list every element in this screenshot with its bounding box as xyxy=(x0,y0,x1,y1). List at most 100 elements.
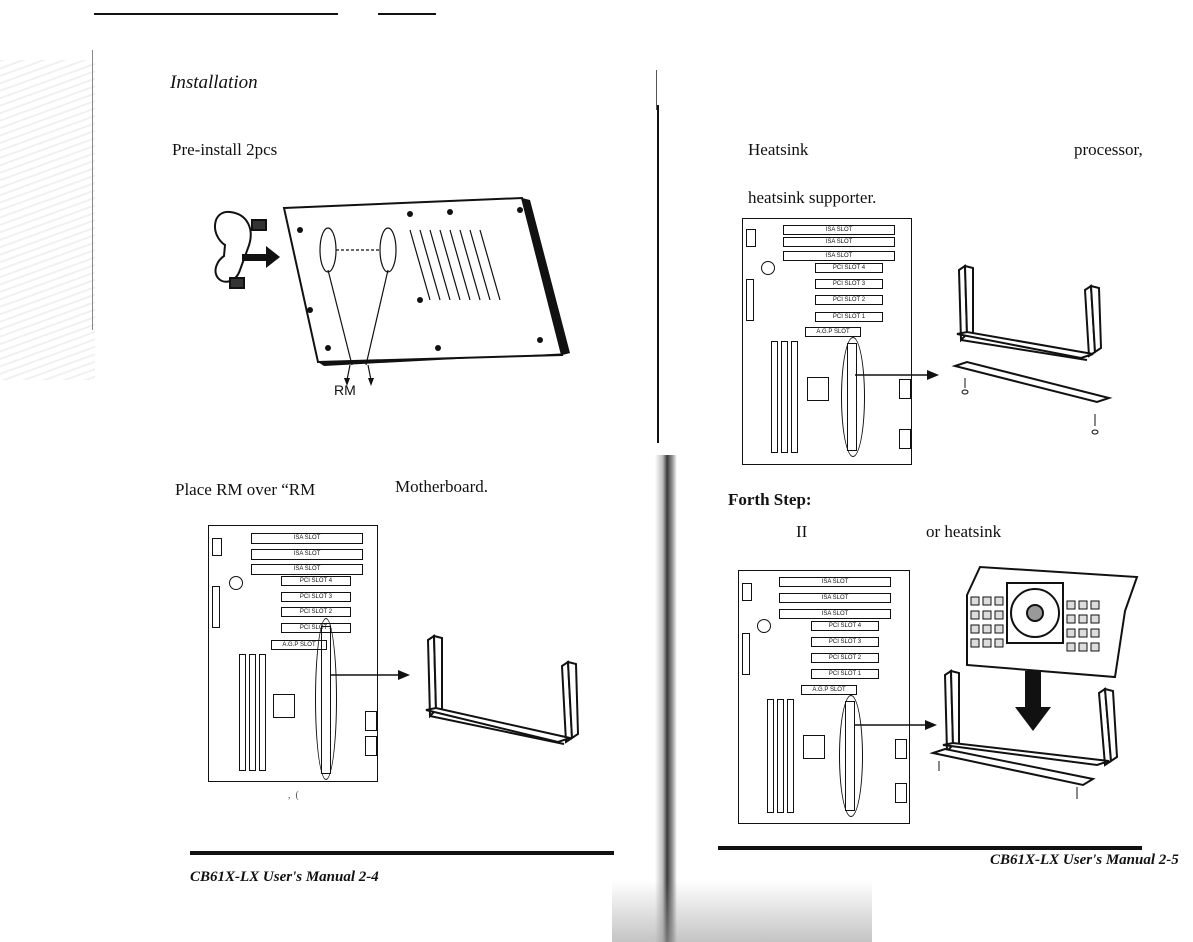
pci-slot-3-label: PCI SLOT 3 xyxy=(828,639,862,645)
agp-slot-label: A.G.P SLOT xyxy=(816,329,850,335)
pci-slot-4-label: PCI SLOT 4 xyxy=(828,623,862,629)
scan-noise xyxy=(0,60,95,380)
pci-slot-1-label: PCI SLOT 1 xyxy=(832,314,866,320)
pci-slot-2: PCI SLOT 2 xyxy=(811,653,879,663)
pci-slot-3: PCI SLOT 3 xyxy=(815,279,883,289)
slot1-connector xyxy=(845,701,855,811)
agp-slot-label: A.G.P SLOT xyxy=(282,642,316,648)
right-instruction-1a: Heatsink xyxy=(748,140,809,159)
motherboard-figure-right-top: ISA SLOT ISA SLOT ISA SLOT PCI SLOT 4 PC… xyxy=(742,218,912,465)
top-rule-long xyxy=(94,13,338,15)
isa-slot: ISA SLOT xyxy=(783,237,895,247)
isa-slot-label: ISA SLOT xyxy=(821,579,849,585)
motherboard-figure-left: ISA SLOT ISA SLOT ISA SLOT PCI SLOT 4 PC… xyxy=(208,525,378,782)
pci-slot-1: PCI SLOT 1 xyxy=(815,312,883,322)
isa-slot: ISA SLOT xyxy=(251,564,363,575)
left-instruction-2b: Motherboard. xyxy=(395,477,489,496)
top-rule-short xyxy=(378,13,436,15)
pci-slot-4: PCI SLOT 4 xyxy=(815,263,883,273)
pci-slot-3-label: PCI SLOT 3 xyxy=(299,594,333,600)
isa-slot: ISA SLOT xyxy=(783,251,895,261)
dimm-slot xyxy=(781,341,788,453)
isa-slot-label: ISA SLOT xyxy=(293,551,321,557)
bios-chip xyxy=(746,229,756,247)
agp-slot: A.G.P SLOT xyxy=(805,327,861,337)
right-footer-rule xyxy=(718,846,1142,850)
io-connector xyxy=(895,739,907,759)
battery xyxy=(757,619,771,633)
gutter-line-top xyxy=(656,70,657,110)
pci-slot-3: PCI SLOT 3 xyxy=(811,637,879,647)
dimm-slot xyxy=(777,699,784,813)
chipset xyxy=(273,694,295,718)
slot1-highlight xyxy=(841,337,865,457)
board-perspective xyxy=(282,196,564,364)
motherboard-figure-right-bottom: ISA SLOT ISA SLOT ISA SLOT PCI SLOT 4 PC… xyxy=(738,570,910,824)
bios-chip xyxy=(742,583,752,601)
pci-slot-3-label: PCI SLOT 3 xyxy=(832,281,866,287)
left-footer-rule xyxy=(190,851,614,855)
page-title: Installation xyxy=(170,72,258,93)
isa-slot-label: ISA SLOT xyxy=(821,595,849,601)
pci-slot-4-label: PCI SLOT 4 xyxy=(832,265,866,271)
left-instruction-1: Pre-install 2pcs xyxy=(172,140,278,159)
gutter-line-bold xyxy=(657,105,659,443)
pci-slot-3: PCI SLOT 3 xyxy=(281,592,351,602)
heatsink-assembly-figure xyxy=(855,565,1139,799)
dimm-slot xyxy=(249,654,256,771)
isa-slot: ISA SLOT xyxy=(779,609,891,619)
io-connector xyxy=(365,711,377,731)
isa-slot-label: ISA SLOT xyxy=(293,566,321,572)
figure-pre-install-rm xyxy=(214,196,570,386)
right-instruction-1b: processor, xyxy=(1074,140,1143,159)
io-connector xyxy=(899,379,911,399)
pci-slot-4-label: PCI SLOT 4 xyxy=(299,578,333,584)
io-connector xyxy=(365,736,377,756)
pci-slot-1: PCI SLOT 1 xyxy=(281,623,351,633)
pci-slot-2-label: PCI SLOT 2 xyxy=(832,297,866,303)
dimm-slot xyxy=(771,341,778,453)
floppy-connector xyxy=(746,279,754,321)
binding-shadow xyxy=(655,455,677,942)
pci-slot-1: PCI SLOT 1 xyxy=(811,669,879,679)
agp-slot-label: A.G.P SLOT xyxy=(812,687,846,693)
battery xyxy=(229,576,243,590)
left-margin-line xyxy=(92,50,93,330)
isa-slot: ISA SLOT xyxy=(783,225,895,235)
right-instruction-2: heatsink supporter. xyxy=(748,188,877,207)
rm-part-drawing xyxy=(214,210,267,289)
step-heading: Forth Step: xyxy=(728,490,812,509)
io-connector xyxy=(899,429,911,449)
dimm-slot xyxy=(787,699,794,813)
isa-slot-label: ISA SLOT xyxy=(825,239,853,245)
isa-slot-label: ISA SLOT xyxy=(825,227,853,233)
left-instruction-2a: Place RM over “RM xyxy=(175,480,316,499)
dimm-slot xyxy=(259,654,266,771)
isa-slot: ISA SLOT xyxy=(251,533,363,544)
pci-slot-4: PCI SLOT 4 xyxy=(281,576,351,586)
isa-slot-label: ISA SLOT xyxy=(293,535,321,541)
insert-arrow xyxy=(242,246,280,268)
pci-slot-1-label: PCI SLOT 1 xyxy=(299,625,333,631)
floppy-connector xyxy=(742,633,750,675)
slot1-highlight xyxy=(839,695,863,817)
floppy-connector xyxy=(212,586,220,628)
right-instruction-3a: II xyxy=(796,522,808,541)
isa-slot: ISA SLOT xyxy=(251,549,363,560)
dimm-slot xyxy=(239,654,246,771)
io-connector xyxy=(895,783,907,803)
isa-slot-label: ISA SLOT xyxy=(821,611,849,617)
right-top-pointer-and-supporter xyxy=(855,264,1113,435)
dimm-slot xyxy=(791,341,798,453)
down-arrow xyxy=(1015,671,1051,731)
agp-slot: A.G.P SLOT xyxy=(801,685,857,695)
rm-label: RM xyxy=(334,382,356,398)
scan-mark: , ( xyxy=(288,790,299,801)
right-footer: CB61X-LX User's Manual 2-5 xyxy=(990,852,1179,868)
left-footer: CB61X-LX User's Manual 2-4 xyxy=(190,869,379,885)
pci-slot-2: PCI SLOT 2 xyxy=(281,607,351,617)
pci-slot-2: PCI SLOT 2 xyxy=(815,295,883,305)
dimm-slot xyxy=(767,699,774,813)
pci-slot-2-label: PCI SLOT 2 xyxy=(828,655,862,661)
slot1-highlight xyxy=(315,618,337,780)
